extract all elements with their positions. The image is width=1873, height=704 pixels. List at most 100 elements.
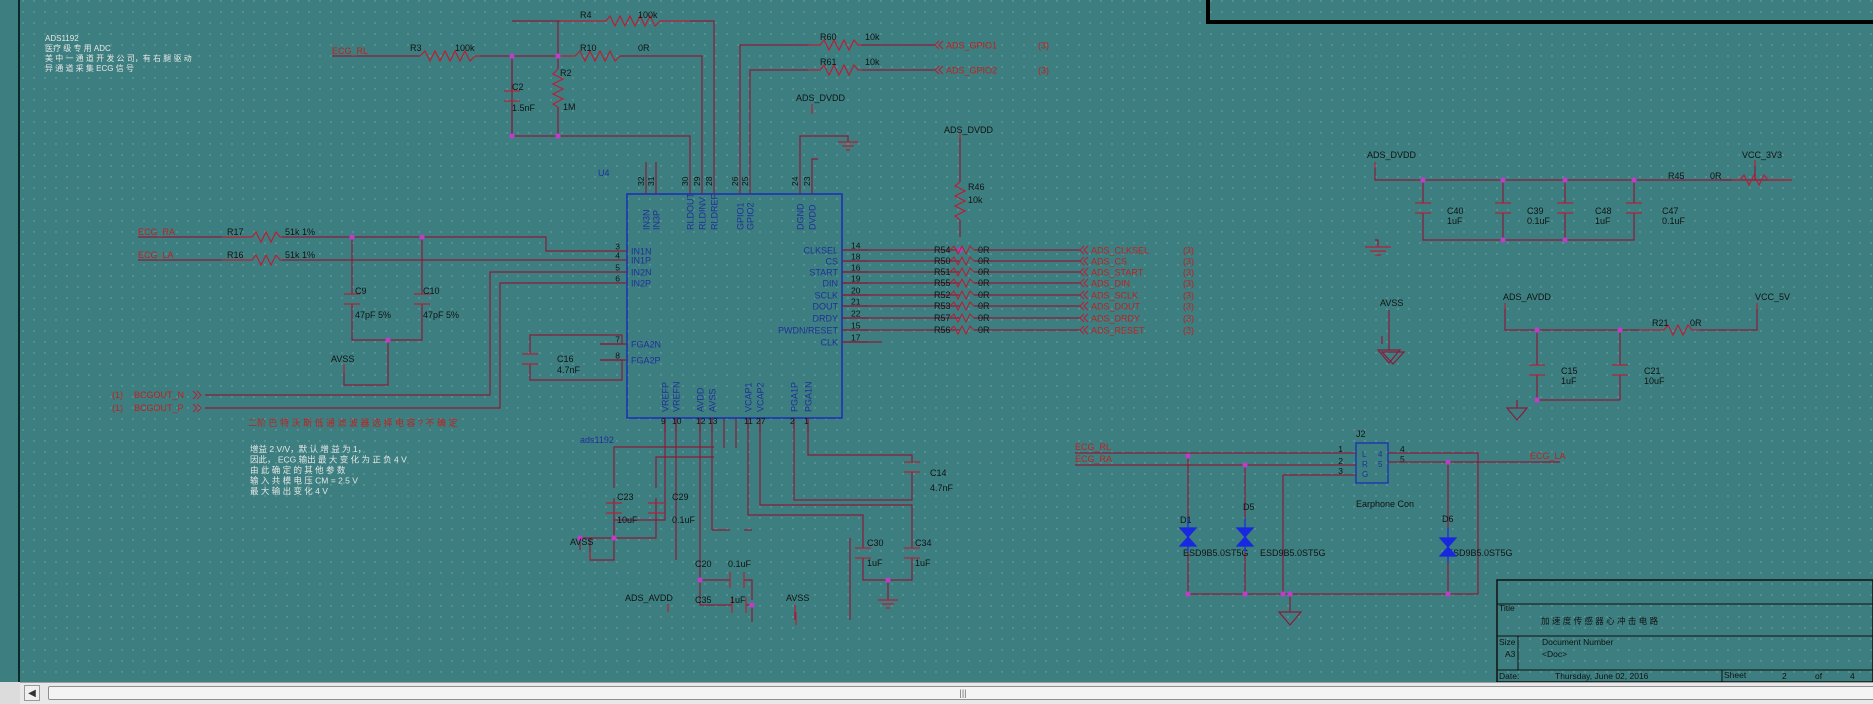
net-flag-ads-cs-sheet: (3) bbox=[1183, 257, 1194, 267]
net-flag-ads-gpio2[interactable]: ADS_GPIO2(3) bbox=[934, 66, 1049, 76]
net-flag-ads-sclk-arrow bbox=[1079, 290, 1089, 300]
bcgout-p-flag-text: BCGOUT_P bbox=[134, 403, 184, 413]
j2-pin-name: G bbox=[1362, 470, 1368, 479]
resistor-r46 bbox=[953, 181, 967, 221]
c48-value: 1uF bbox=[1595, 216, 1611, 226]
net-flag-ads-dout-sheet: (3) bbox=[1183, 302, 1194, 312]
c14-value: 4.7nF bbox=[930, 483, 954, 493]
pin-name: DGND bbox=[796, 203, 806, 230]
net-flag-ads-drdy-sheet: (3) bbox=[1183, 314, 1194, 324]
c39-ref: C39 bbox=[1527, 206, 1544, 216]
connector-j2[interactable] bbox=[1345, 442, 1410, 484]
c10-value: 47pF 5% bbox=[423, 310, 459, 320]
horizontal-scrollbar[interactable]: ◀ ||| bbox=[20, 682, 1873, 704]
r10-ref: R10 bbox=[580, 43, 597, 53]
c15-value: 1uF bbox=[1561, 376, 1577, 386]
pin-name: DIN bbox=[823, 279, 839, 289]
pin-name: RLDOUT bbox=[686, 192, 696, 230]
c40-ref: C40 bbox=[1447, 206, 1464, 216]
net-flag-ads-din[interactable]: ADS_DIN(3) bbox=[1079, 279, 1194, 289]
resistor-r52 bbox=[949, 289, 975, 301]
net-flag-ads-drdy[interactable]: ADS_DRDY(3) bbox=[1079, 313, 1194, 324]
sheet-number: 2 bbox=[1782, 671, 1787, 681]
r17-value: 51k 1% bbox=[285, 227, 315, 237]
c15-ref: C15 bbox=[1561, 366, 1578, 376]
c10-ref: C10 bbox=[423, 286, 440, 296]
size-label: Size bbox=[1499, 637, 1516, 647]
j2-pin-number: 3 bbox=[1338, 466, 1343, 476]
c21-ref: C21 bbox=[1644, 366, 1661, 376]
pin-number: 26 bbox=[730, 176, 740, 186]
pin-number: 28 bbox=[704, 176, 714, 186]
components bbox=[222, 14, 1792, 613]
gain-note-line: 因此， ECG 输出 最 大 变 化 为 正 负 4 V bbox=[250, 455, 407, 465]
series-resistor-ref: R57 bbox=[934, 313, 951, 323]
ecg-ra-net: ECG_RA bbox=[138, 227, 175, 237]
net-flag-ads-gpio1[interactable]: ADS_GPIO1(3) bbox=[934, 41, 1049, 51]
pin-number: 12 bbox=[696, 416, 706, 426]
bcgout-p-flag[interactable] bbox=[192, 403, 202, 413]
pin-name: VREFP bbox=[661, 382, 671, 412]
net-flag-ads-sclk-sheet: (3) bbox=[1183, 291, 1194, 301]
net-flag-ads-sclk[interactable]: ADS_SCLK(3) bbox=[1079, 290, 1194, 301]
pin-number: 23 bbox=[802, 176, 812, 186]
docnum-label: Document Number bbox=[1542, 637, 1614, 647]
note-line-3: 美 中 一 通 道 开 发 公 司，有 右 腿 驱 动 bbox=[45, 53, 192, 63]
pin-name: CS bbox=[825, 257, 838, 267]
c2-ref: C2 bbox=[512, 82, 524, 92]
scroll-left-button[interactable]: ◀ bbox=[24, 685, 40, 701]
ads-dvdd-port-1: ADS_DVDD bbox=[796, 93, 846, 103]
c34-ref: C34 bbox=[915, 538, 932, 548]
j2-ref: J2 bbox=[1356, 429, 1366, 439]
pin-name: CLK bbox=[820, 338, 838, 348]
schematic-canvas[interactable]: ADS1192 医疗 级 专 用 ADC 美 中 一 通 道 开 发 公 司，有… bbox=[0, 0, 1873, 682]
date-label: Date: bbox=[1499, 671, 1519, 681]
bcgout-n-flag[interactable] bbox=[192, 390, 202, 400]
net-flag-ads-reset-text: ADS_RESET bbox=[1091, 326, 1145, 336]
j2-pin-number: 5 bbox=[1400, 454, 1405, 464]
net-flag-ads-reset[interactable]: ADS_RESET(3) bbox=[1079, 326, 1194, 336]
net-flag-ads-start[interactable]: ADS_START(3) bbox=[1079, 268, 1194, 278]
scroll-thumb[interactable]: ||| bbox=[48, 686, 1873, 700]
series-resistor-ref: R55 bbox=[934, 278, 951, 288]
ecg-ra-j2: ECG_RA bbox=[1075, 454, 1112, 464]
r60-ref: R60 bbox=[820, 32, 837, 42]
pin-name: CLKSEL bbox=[803, 246, 838, 256]
c35-value: 1uF bbox=[730, 595, 746, 605]
net-flag-ads-dout-arrow bbox=[1079, 301, 1089, 311]
pin-number: 10 bbox=[672, 416, 682, 426]
net-flag-ads-dout[interactable]: ADS_DOUT(3) bbox=[1079, 301, 1194, 312]
sheet-label: Sheet bbox=[1724, 670, 1747, 680]
r60-value: 10k bbox=[865, 32, 880, 42]
net-flag-ads-clksel-text: ADS_CLKSEL bbox=[1091, 246, 1149, 256]
j2-pin-name: 5 bbox=[1378, 460, 1383, 469]
pin-name: IN3N bbox=[642, 209, 652, 230]
r61-value: 10k bbox=[865, 57, 880, 67]
pin-number: 29 bbox=[692, 176, 702, 186]
r46-ref: R46 bbox=[968, 182, 985, 192]
net-flag-ads-din-sheet: (3) bbox=[1183, 279, 1194, 289]
title-label: Title bbox=[1499, 603, 1515, 613]
c9-ref: C9 bbox=[355, 286, 367, 296]
resistor-r16 bbox=[222, 253, 282, 267]
r46-value: 10k bbox=[968, 195, 983, 205]
pin-number: 15 bbox=[851, 321, 861, 331]
gain-note-line: 增益 2 V/V，默 认 增 益 为 1， bbox=[250, 444, 366, 454]
net-flag-ads-drdy-arrow bbox=[1079, 313, 1089, 323]
net-flag-ads-gpio1-sheet: (3) bbox=[1038, 41, 1049, 51]
c16-value: 4.7nF bbox=[557, 365, 581, 375]
gain-note-line: 输 入 共 模 电 压 CM = 2.5 V bbox=[250, 476, 358, 486]
note-line-2: 医疗 级 专 用 ADC bbox=[45, 43, 111, 53]
net-flag-ads-cs-text: ADS_CS bbox=[1091, 257, 1127, 267]
ecg-rl-net: ECG_RL bbox=[332, 46, 368, 56]
net-flag-ads-clksel[interactable]: ADS_CLKSEL(3) bbox=[1079, 246, 1194, 256]
resistor-r54 bbox=[949, 244, 975, 256]
avss-port-4: AVSS bbox=[786, 593, 809, 603]
ground-symbols bbox=[838, 141, 1529, 626]
series-resistor-value: 0R bbox=[978, 325, 990, 335]
r21-value: 0R bbox=[1690, 318, 1702, 328]
avss-port-3: AVSS bbox=[570, 537, 593, 547]
junctions bbox=[349, 53, 1637, 608]
net-flag-ads-cs[interactable]: ADS_CS (3) bbox=[1079, 257, 1194, 267]
